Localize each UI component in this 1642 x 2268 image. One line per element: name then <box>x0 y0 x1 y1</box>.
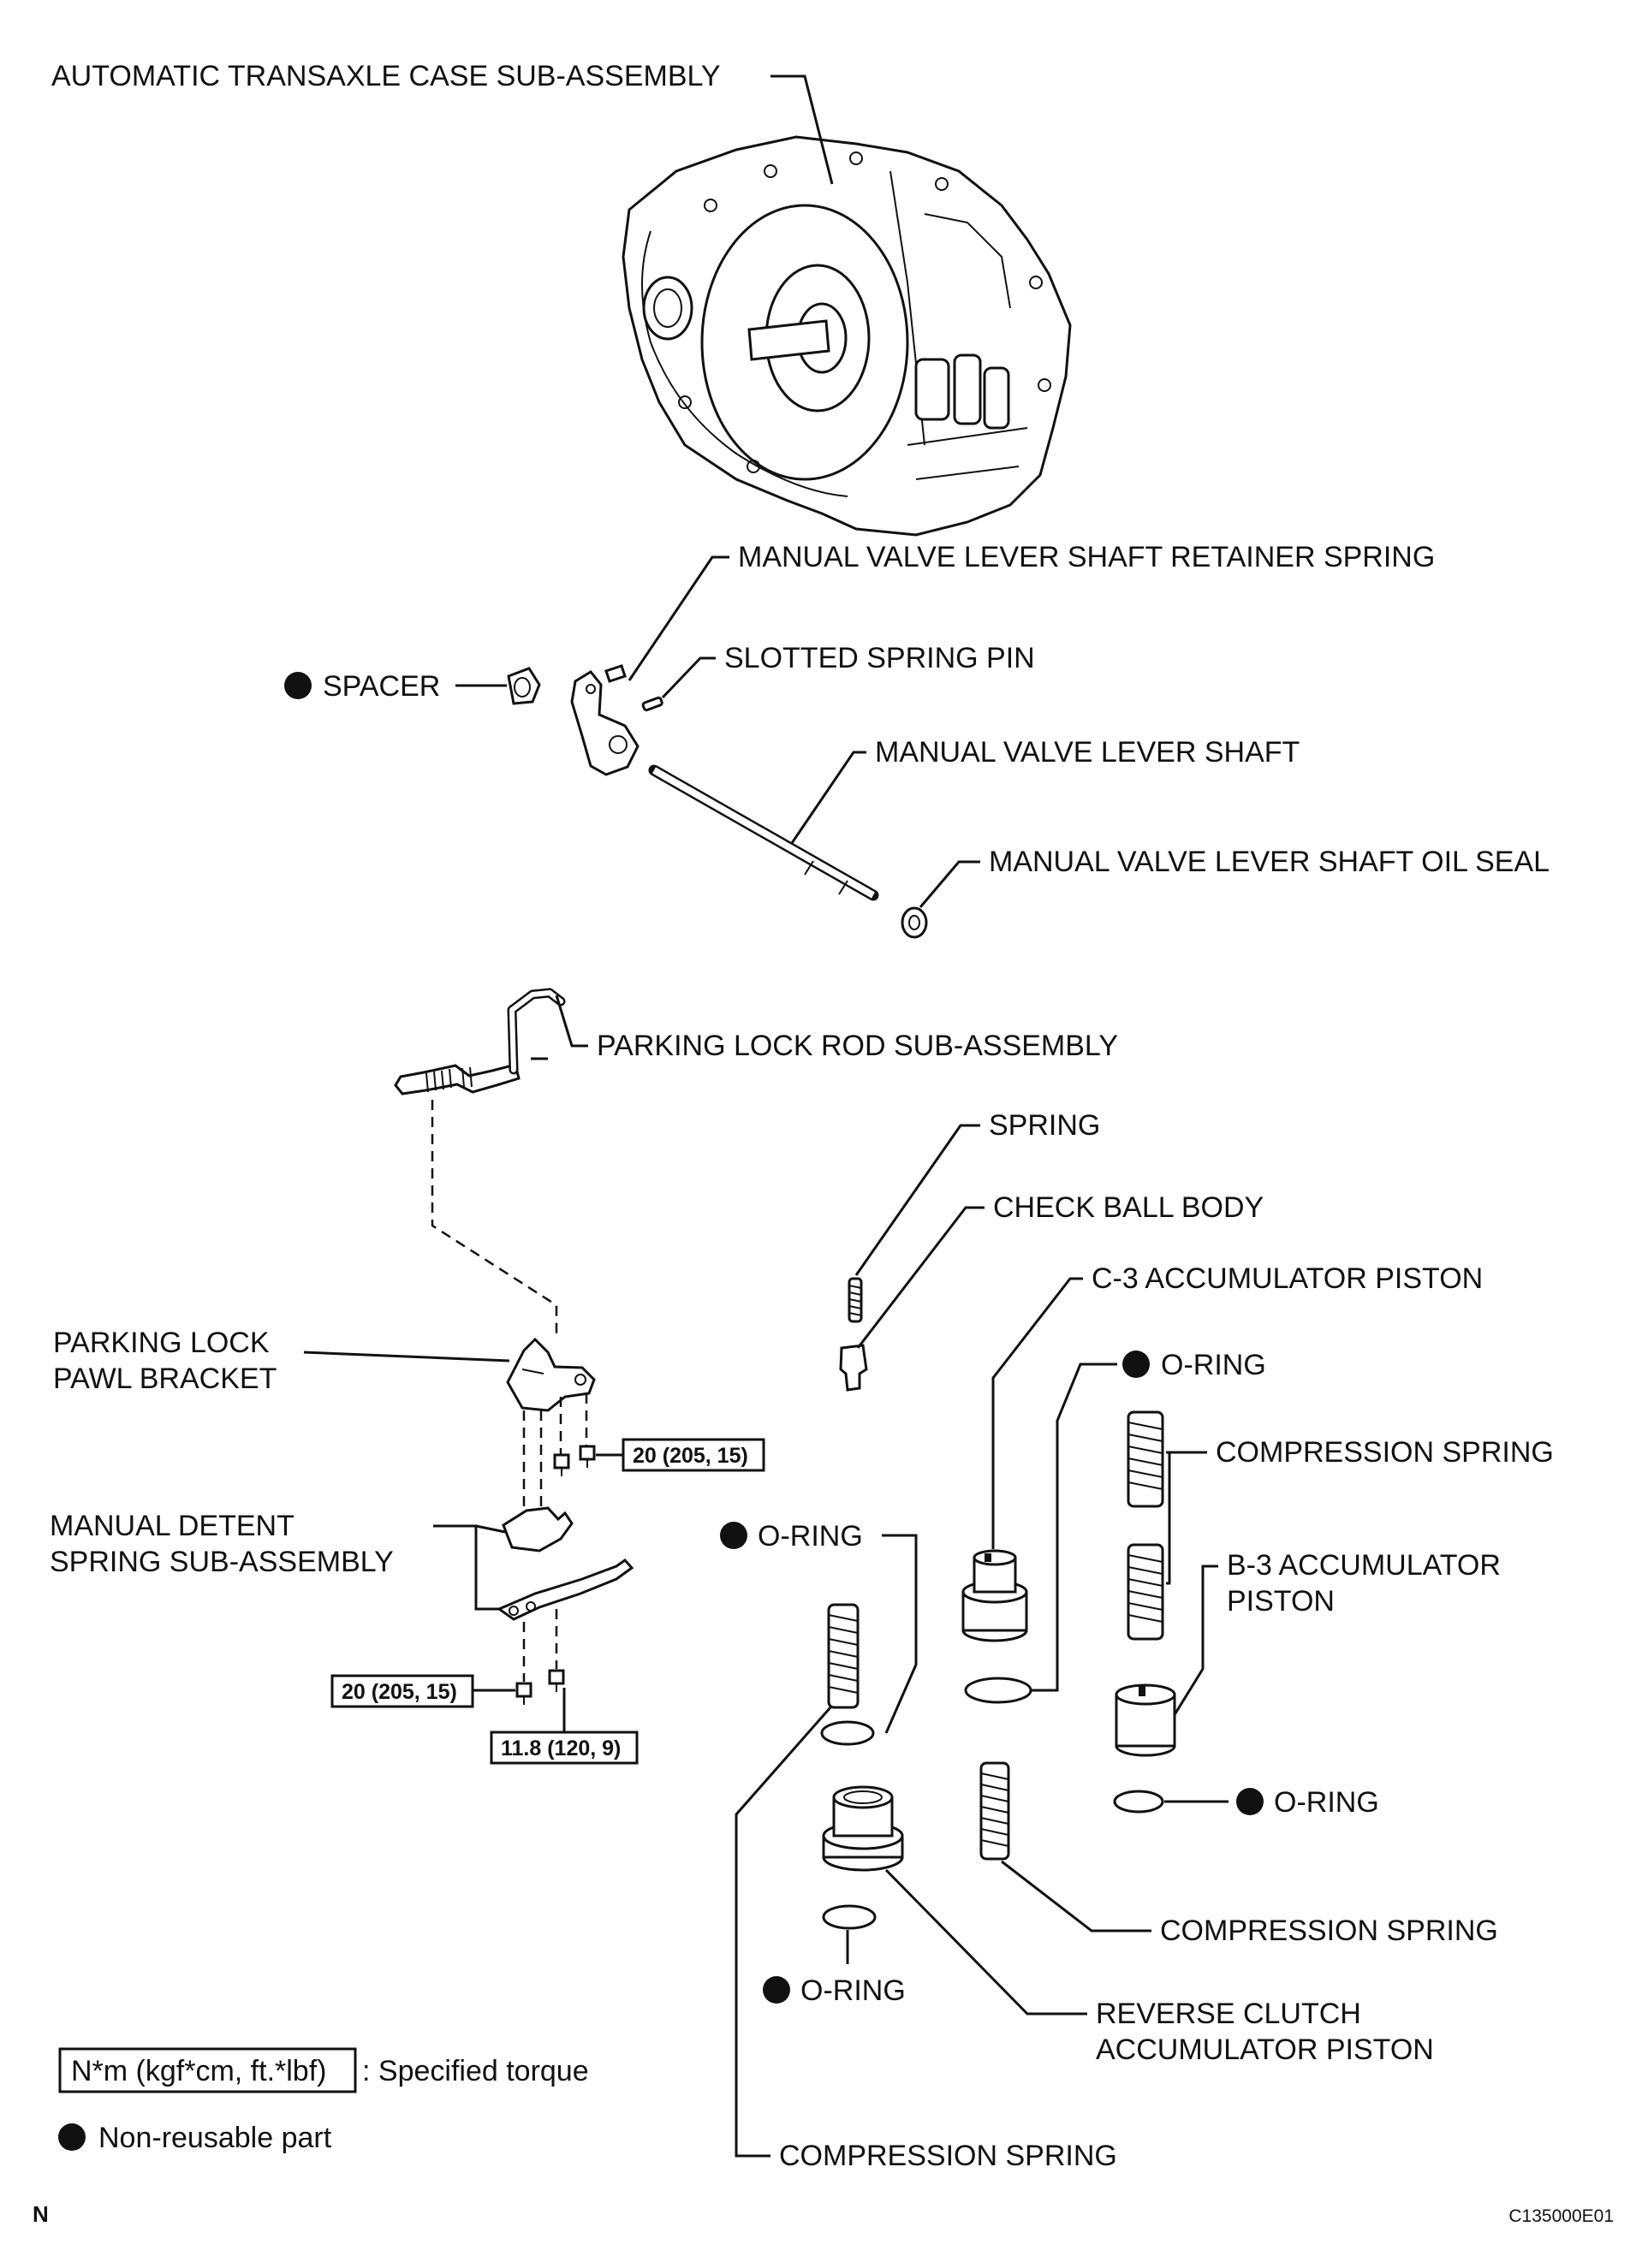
torque-box-detent-2 <box>490 1731 639 1765</box>
compression-spring-center-part <box>979 1761 1010 1861</box>
o-ring-upper-dot <box>720 1522 747 1549</box>
o-ring-upper-part <box>820 1720 875 1746</box>
figure-code: C135000E01 <box>1508 2206 1614 2226</box>
small-spring-part <box>848 1277 863 1323</box>
pawl-bracket-part <box>506 1337 596 1412</box>
reverse-clutch-piston-part <box>822 1785 904 1872</box>
legend-nonreusable-dot <box>58 2123 86 2151</box>
o-ring-b3-dot <box>1236 1788 1264 1815</box>
detent-spring-part <box>496 1506 634 1621</box>
pawl-bracket-label-2: PAWL BRACKET <box>53 1363 277 1395</box>
transaxle-case-drawing <box>622 135 1072 537</box>
case-label: AUTOMATIC TRANSAXLE CASE SUB-ASSEMBLY <box>51 60 721 92</box>
o-ring-lower-label: O-RING <box>800 1974 906 2007</box>
legend-nonreusable-text: Non-reusable part <box>98 2122 332 2154</box>
parking-rod-label: PARKING LOCK ROD SUB-ASSEMBLY <box>597 1030 1118 1062</box>
o-ring-c3-leader <box>1032 1363 1117 1692</box>
detent-leader-2 <box>475 1524 506 1534</box>
spring-label: SPRING <box>989 1109 1100 1142</box>
compression-spring-left-label: COMPRESSION SPRING <box>779 2140 1117 2172</box>
orientation-mark: N <box>33 2201 49 2227</box>
check-ball-leader <box>856 1206 985 1349</box>
legend-torque-text: : Specified torque <box>362 2055 589 2087</box>
spacer-label: SPACER <box>323 670 440 703</box>
o-ring-b3-part <box>1113 1790 1164 1814</box>
torque-detent-value: 20 (205, 15) <box>342 1680 457 1704</box>
o-ring-b3-label: O-RING <box>1274 1786 1379 1819</box>
o-ring-lower-part <box>822 1904 877 1930</box>
pawl-bracket-label-1: PARKING LOCK <box>53 1327 270 1359</box>
spacer-nonreusable-dot <box>284 672 312 699</box>
check-ball-label: CHECK BALL BODY <box>993 1191 1264 1224</box>
pawl-bracket-leader <box>303 1351 510 1363</box>
torque-detent-2-value: 11.8 (120, 9) <box>501 1737 621 1760</box>
reverse-piston-label-1: REVERSE CLUTCH <box>1096 1998 1361 2030</box>
compression-spring-center-leader <box>1001 1860 1151 1933</box>
reverse-piston-label-2: ACCUMULATOR PISTON <box>1096 2033 1434 2066</box>
check-ball-body-part <box>839 1344 868 1392</box>
compression-spring-center-label: COMPRESSION SPRING <box>1160 1915 1498 1947</box>
b3-piston-part <box>1115 1683 1176 1757</box>
parking-rod-leader <box>555 994 588 1048</box>
retainer-spring-label: MANUAL VALVE LEVER SHAFT RETAINER SPRING <box>738 541 1435 573</box>
spring-leader <box>854 1124 980 1276</box>
lever-shaft-label: MANUAL VALVE LEVER SHAFT <box>875 736 1300 769</box>
detent-bolt-2 <box>548 1669 565 1692</box>
legend-torque-unit: N*m (kgf*cm, ft.*lbf) <box>71 2055 326 2087</box>
o-ring-c3-label: O-RING <box>1161 1349 1266 1381</box>
bracket-bolt-2 <box>579 1445 596 1468</box>
c3-piston-leader <box>991 1277 1083 1549</box>
detent-label-1: MANUAL DETENT <box>50 1510 294 1542</box>
b3-piston-leader <box>1169 1564 1218 1721</box>
compression-spring-b3-lower <box>1127 1543 1164 1641</box>
compression-spring-b3-label: COMPRESSION SPRING <box>1216 1436 1554 1469</box>
c3-piston-part <box>961 1549 1028 1642</box>
slotted-pin-part <box>641 696 663 712</box>
bracket-bolt-1 <box>553 1453 570 1476</box>
compression-spring-left-leader <box>735 1707 832 2158</box>
oil-seal-part <box>901 906 928 939</box>
parking-lock-rod-part <box>394 988 566 1095</box>
o-ring-upper-label: O-RING <box>758 1520 863 1553</box>
b3-piston-label-1: B-3 ACCUMULATOR <box>1227 1549 1501 1582</box>
detent-leader-1 <box>433 1524 499 1611</box>
compression-spring-left-part <box>827 1603 860 1709</box>
oil-seal-label: MANUAL VALVE LEVER SHAFT OIL SEAL <box>989 846 1550 878</box>
manual-valve-lever-part <box>570 670 640 776</box>
slotted-pin-label: SLOTTED SPRING PIN <box>724 642 1035 674</box>
case-leader <box>770 74 834 185</box>
lever-shaft-leader <box>790 751 866 844</box>
compression-spring-b3-leader-2 <box>1166 1452 1171 1585</box>
compression-spring-b3-upper <box>1127 1410 1164 1508</box>
lever-shaft-part <box>648 764 879 901</box>
o-ring-c3-part <box>964 1677 1032 1704</box>
detent-bolt-1 <box>515 1682 532 1705</box>
o-ring-c3-dot <box>1122 1351 1150 1378</box>
rod-bracket-dashline <box>431 1100 558 1335</box>
detent-label-2: SPRING SUB-ASSEMBLY <box>50 1546 394 1578</box>
b3-piston-label-2: PISTON <box>1227 1585 1335 1618</box>
reverse-piston-leader <box>884 1868 1087 2016</box>
retainer-spring-part <box>604 664 627 683</box>
c3-piston-label: C-3 ACCUMULATOR PISTON <box>1092 1262 1483 1295</box>
o-ring-lower-dot <box>763 1976 790 2004</box>
slotted-pin-leader <box>661 656 716 699</box>
torque-bracket-value: 20 (205, 15) <box>633 1444 748 1468</box>
o-ring-upper-leader <box>882 1534 918 1734</box>
retainer-spring-leader <box>628 555 729 681</box>
legend-torque-box <box>58 2047 357 2093</box>
oil-seal-leader <box>919 860 980 908</box>
spacer-part <box>507 667 541 705</box>
